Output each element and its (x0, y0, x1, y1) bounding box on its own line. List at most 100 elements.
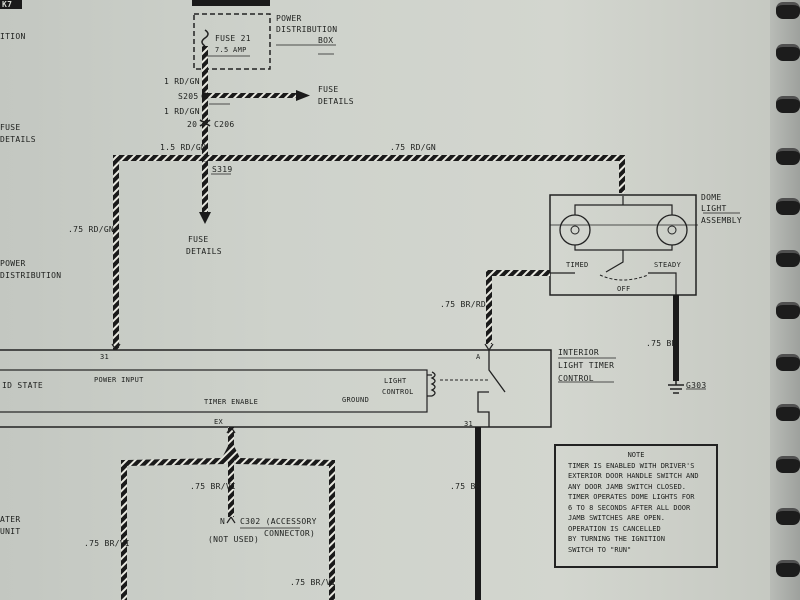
note-line: ANY DOOR JAMB SWITCH CLOSED. (568, 482, 687, 491)
wire-main-vertical (199, 46, 211, 224)
dome-steady-label: STEADY (654, 261, 682, 269)
wire-label: .75 BR/VI (84, 539, 131, 548)
fuse-details-label: FUSE (188, 235, 209, 244)
dome-switch-leads (550, 272, 677, 295)
connector-pin: 20 (187, 120, 198, 129)
binding-ring (776, 2, 800, 19)
note-line: OPERATION IS CANCELLED (568, 524, 661, 533)
dome-light-box (549, 194, 697, 296)
pin-power-label: 31 (100, 353, 110, 361)
pdb-line1: POWER (276, 14, 302, 23)
solid-state-label: ID STATE (2, 381, 43, 390)
note-line: TIMER OPERATES DOME LIGHTS FOR (568, 493, 695, 501)
splice-s205: S205 (178, 92, 199, 101)
wire-br-vi (121, 426, 335, 600)
binding-ring (776, 560, 800, 577)
ground-g303-label: G303 (686, 381, 707, 390)
pin-ex-label: EX (214, 418, 224, 426)
binding-ring (776, 148, 800, 165)
wire-label: .75 RD/GN (68, 225, 115, 234)
wire-label: 1.5 RD/GN (160, 143, 207, 152)
wire-label: 1 RD/GN (164, 77, 200, 86)
lamp-left (559, 214, 591, 246)
dome-title2: LIGHT (701, 204, 727, 213)
fuse-details-label: DETAILS (186, 247, 222, 256)
wire-label: 1 RD/GN (164, 107, 200, 116)
timer-control-box (0, 349, 552, 428)
connector-c206-label: C206 (214, 120, 235, 129)
wire-label: .75 BR (646, 339, 677, 348)
dome-timed-label: TIMED (566, 261, 589, 269)
left-distribution-label: DISTRIBUTION (0, 271, 62, 280)
lamp-right (656, 214, 688, 246)
power-input-label: POWER INPUT (94, 376, 144, 384)
dome-internal-wiring (574, 196, 673, 273)
timer-enable-label: TIMER ENABLE (204, 398, 259, 406)
wire-br-bottom (475, 427, 481, 600)
splice-s319: S319 (212, 165, 233, 174)
wire-label: .75 RD/GN (390, 143, 437, 152)
wire-br-ground (668, 295, 684, 394)
note-line: 6 TO 8 SECONDS AFTER ALL DOOR (568, 503, 691, 512)
wire-label: .75 BR/VI (190, 482, 237, 491)
ground-label: GROUND (342, 396, 370, 404)
relay-contacts (477, 350, 506, 427)
timer-title2: LIGHT TIMER (558, 361, 615, 370)
fuse-details-label: FUSE (318, 85, 339, 94)
note-line: JAMB SWITCHES ARE OPEN. (568, 514, 665, 522)
note-line: BY TURNING THE IGNITION (568, 535, 665, 543)
note-title: NOTE (627, 451, 645, 459)
timer-title3: CONTROL (558, 374, 594, 383)
wire-label: .75 BR (450, 482, 481, 491)
left-fuse-label: FUSE (0, 123, 21, 132)
dome-title3: ASSEMBLY (701, 216, 742, 225)
connector-c206 (199, 119, 211, 127)
switch-arc (599, 274, 649, 281)
connector-not-used: (NOT USED) (208, 535, 260, 544)
pin-arrow (484, 343, 494, 351)
left-details-label: DETAILS (0, 135, 36, 144)
timer-title1: INTERIOR (558, 348, 599, 357)
wire-s319-run (113, 154, 625, 350)
pin-31-label: 31 (464, 420, 474, 428)
light-control-label1: LIGHT (384, 377, 407, 385)
note-line: EXTERIOR DOOR HANDLE SWITCH AND (568, 472, 699, 480)
wire-label: .75 BR/RD (440, 300, 487, 309)
wire-br-rd (486, 270, 550, 344)
binding-ring (776, 44, 800, 61)
pin-arrow (111, 343, 121, 351)
fuse-details-label: DETAILS (318, 97, 354, 106)
note-line: TIMER IS ENABLED WITH DRIVER'S (568, 461, 695, 470)
binding-ring (776, 302, 800, 319)
left-unit-label: UNIT (0, 527, 21, 536)
solid-state-module (0, 369, 428, 413)
dome-title1: DOME (701, 193, 722, 202)
pdb-line3: BOX (318, 36, 334, 45)
corner-tag: K7 (2, 0, 13, 9)
wire-s205-branch (201, 90, 310, 101)
pin-a-label: A (476, 353, 481, 361)
connector-c302-label2: CONNECTOR) (264, 529, 316, 538)
header-tab (192, 0, 270, 6)
fuse-name: FUSE 21 (215, 34, 251, 43)
binding-ring (776, 96, 800, 113)
note-box: NOTE TIMER IS ENABLED WITH DRIVER'S EXTE… (554, 444, 718, 568)
wire-label: .75 BR/VI (290, 578, 337, 587)
binding-ring (776, 198, 800, 215)
top-left-label: ITION (0, 32, 26, 41)
binding-ring (776, 404, 800, 421)
fuse-rating: 7.5 AMP (215, 46, 247, 54)
power-distribution-box-outline (193, 13, 271, 70)
fuse-symbol (201, 29, 209, 47)
note-line: SWITCH TO "RUN" (568, 545, 632, 554)
left-water-label: ATER (0, 515, 21, 524)
binding-ring (776, 354, 800, 371)
connector-pin-n: N (220, 517, 226, 526)
binding-ring (776, 508, 800, 525)
connector-c302-label: C302 (ACCESSORY (240, 517, 317, 526)
relay-coil (430, 371, 436, 397)
binding-ring (776, 250, 800, 267)
dome-off-label: OFF (617, 285, 631, 293)
